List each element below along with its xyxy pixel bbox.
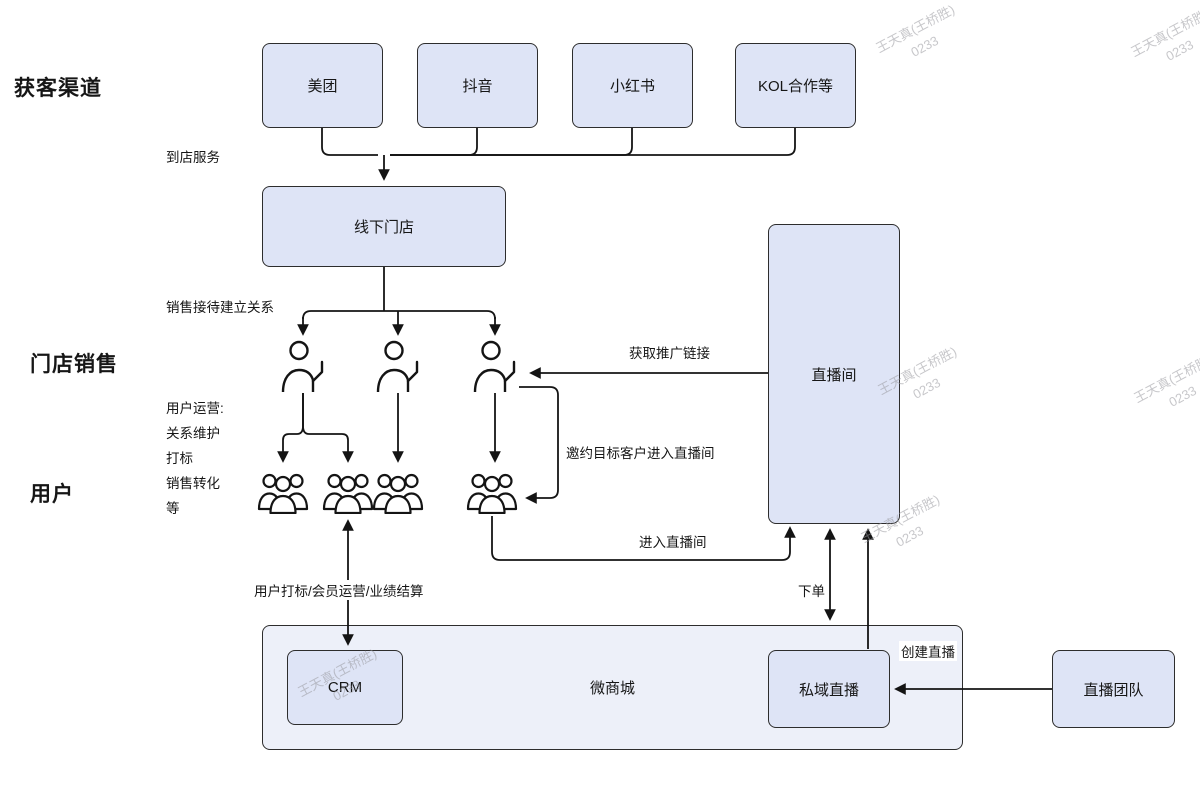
users-group-icon	[322, 473, 374, 514]
node-label: 线下门店	[353, 219, 414, 236]
node-label: 直播间	[811, 366, 857, 384]
watermark-code: 0233	[1166, 382, 1199, 410]
users-group-icon	[372, 473, 424, 514]
label-place-order: 下单	[796, 580, 827, 600]
watermark-code: 0233	[908, 32, 941, 60]
label-enter-live-room: 进入直播间	[637, 531, 709, 551]
node-offline-store: 线下门店	[262, 186, 506, 267]
node-douyin: 抖音	[417, 43, 538, 128]
watermark-name: 王天真(王桥胜)	[873, 1, 958, 56]
section-label-store-sales: 门店销售	[30, 353, 118, 376]
users-group-icon	[466, 473, 518, 514]
watermark: 王天真(王桥胜) 0233	[858, 0, 982, 83]
node-label: CRM	[327, 679, 363, 696]
arrow-invite-customers	[519, 386, 559, 504]
node-label: 私域直播	[798, 681, 859, 699]
node-crm: CRM	[287, 650, 403, 725]
user-ops-line: 等	[166, 501, 180, 516]
arrow-meituan-merge	[321, 128, 378, 156]
section-label-acquisition: 获客渠道	[14, 77, 102, 100]
label-get-promo-link: 获取推广链接	[627, 342, 712, 362]
node-label: 小红书	[609, 78, 655, 95]
label-tagging-ops: 用户打标/会员运营/业绩结算	[252, 580, 426, 600]
users-group-icon	[257, 473, 309, 514]
label-create-live: 创建直播	[899, 641, 957, 661]
label-invite-customers: 邀约目标客户进入直播间	[564, 442, 717, 462]
watermark: 王天真(王桥胜) 0233	[1113, 0, 1200, 87]
arrow-douyin-merge	[390, 128, 478, 156]
arrow-store-branch	[302, 310, 496, 320]
node-label: 美团	[307, 78, 338, 95]
label-sales-reception: 销售接待建立关系	[164, 296, 276, 316]
watermark-name: 王天真(王桥胜)	[1128, 5, 1200, 60]
node-meituan: 美团	[262, 43, 383, 128]
salesperson-icon	[473, 340, 516, 393]
salesperson-icon	[281, 340, 324, 393]
node-label: KOL合作等	[757, 78, 833, 95]
node-xiaohongshu: 小红书	[572, 43, 693, 128]
node-private-live: 私域直播	[768, 650, 890, 728]
watermark: 王天真(王桥胜) 0233	[1116, 342, 1200, 433]
node-kol: KOL合作等	[735, 43, 856, 128]
label-user-ops: 用户运营: 关系维护 打标 销售转化 等	[164, 396, 226, 521]
node-label: 抖音	[462, 78, 493, 95]
node-label: 直播团队	[1083, 681, 1144, 699]
user-ops-line: 销售转化	[166, 476, 220, 491]
section-label-users: 用户	[30, 483, 74, 506]
arrow-xiaohongshu-merge	[390, 128, 633, 156]
salesperson-icon	[376, 340, 419, 393]
arrow-kol-merge	[390, 128, 796, 156]
user-ops-line: 打标	[166, 451, 193, 466]
arrow-sales1-group1	[277, 393, 304, 463]
arrow-sales1-group2	[302, 393, 354, 463]
label-to-store-service: 到店服务	[164, 146, 222, 166]
node-live-room: 直播间	[768, 224, 900, 524]
watermark-name: 王天真(王桥胜)	[1131, 351, 1200, 406]
watermark-code: 0233	[1163, 36, 1196, 64]
user-ops-line: 关系维护	[166, 426, 220, 441]
user-ops-line: 用户运营:	[166, 401, 224, 416]
node-label: 微商城	[589, 680, 635, 697]
node-live-team: 直播团队	[1052, 650, 1175, 728]
